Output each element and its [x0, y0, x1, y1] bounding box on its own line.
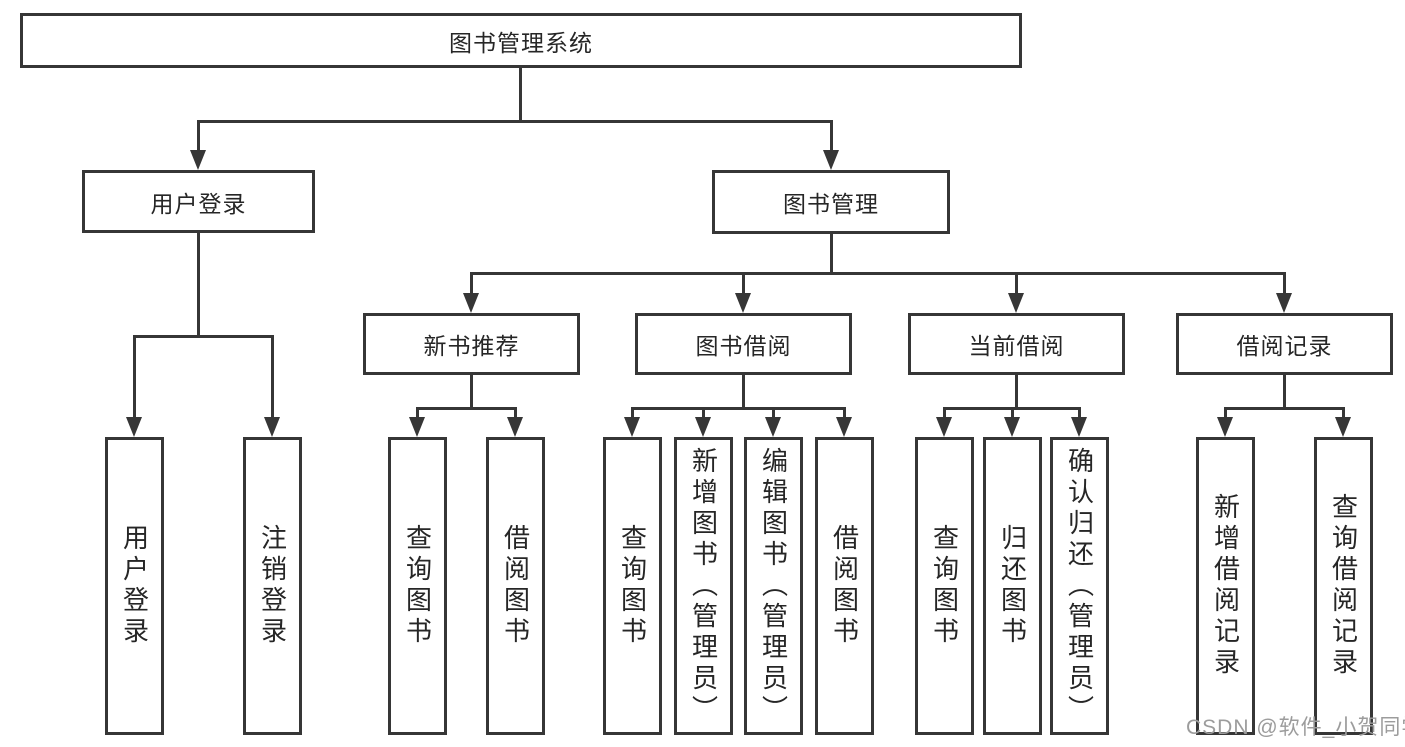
arrowhead-icon	[1335, 417, 1351, 437]
node-new-book-recommend: 新书推荐	[363, 313, 580, 375]
leaf-user-login: 用户登录	[105, 437, 164, 735]
connector-line	[1078, 407, 1081, 419]
leaf-label: 查询图书	[402, 524, 433, 648]
leaf-add-book-admin: 新增图书（管理员）	[674, 437, 733, 735]
csdn-watermark: CSDN @软件_小贺同学	[1186, 716, 1405, 739]
connector-line	[1224, 407, 1345, 410]
leaf-return-book: 归还图书	[983, 437, 1042, 735]
connector-line	[631, 407, 846, 410]
leaf-borrow-book: 借阅图书	[815, 437, 874, 735]
connector-line	[772, 407, 775, 419]
connector-line	[1015, 275, 1018, 297]
node-system-root: 图书管理系统	[20, 13, 1022, 68]
connector-line	[742, 275, 745, 297]
arrowhead-icon	[463, 293, 479, 313]
connector-line	[830, 120, 833, 152]
leaf-edit-book-admin: 编辑图书（管理员）	[744, 437, 803, 735]
connector-line	[1224, 407, 1227, 419]
leaf-query-book-current: 查询图书	[915, 437, 974, 735]
connector-line	[702, 407, 705, 419]
arrowhead-icon	[765, 417, 781, 437]
leaf-label: 归还图书	[997, 524, 1028, 648]
connector-line	[1283, 375, 1286, 407]
leaf-label: 查询图书	[617, 524, 648, 648]
arrowhead-icon	[936, 417, 952, 437]
arrowhead-icon	[1004, 417, 1020, 437]
arrowhead-icon	[264, 417, 280, 437]
connector-line	[742, 375, 745, 407]
arrowhead-icon	[190, 150, 206, 170]
node-current-borrow: 当前借阅	[908, 313, 1125, 375]
leaf-borrow-book-recommend: 借阅图书	[486, 437, 545, 735]
arrowhead-icon	[836, 417, 852, 437]
connector-line	[133, 335, 136, 417]
leaf-add-borrow-record: 新增借阅记录	[1196, 437, 1255, 735]
leaf-label: 确认归还（管理员）	[1064, 446, 1095, 726]
arrowhead-icon	[695, 417, 711, 437]
connector-line	[1283, 275, 1286, 297]
arrowhead-icon	[1071, 417, 1087, 437]
connector-line	[631, 407, 634, 419]
arrowhead-icon	[1217, 417, 1233, 437]
connector-line	[271, 335, 274, 417]
leaf-label: 查询图书	[929, 524, 960, 648]
node-borrow-records: 借阅记录	[1176, 313, 1393, 375]
leaf-logout: 注销登录	[243, 437, 302, 735]
arrowhead-icon	[1276, 293, 1292, 313]
arrowhead-icon	[823, 150, 839, 170]
connector-line	[416, 407, 419, 419]
arrowhead-icon	[735, 293, 751, 313]
arrowhead-icon	[1008, 293, 1024, 313]
connector-line	[133, 335, 274, 338]
connector-line	[519, 68, 522, 120]
connector-line	[470, 275, 473, 297]
leaf-label: 用户登录	[119, 524, 150, 648]
arrowhead-icon	[409, 417, 425, 437]
connector-line	[943, 407, 946, 419]
connector-line	[470, 272, 1286, 275]
leaf-label: 注销登录	[257, 524, 288, 648]
connector-line	[197, 120, 200, 152]
arrowhead-icon	[126, 417, 142, 437]
leaf-label: 借阅图书	[829, 524, 860, 648]
leaf-label: 编辑图书（管理员）	[758, 446, 789, 726]
arrowhead-icon	[507, 417, 523, 437]
connector-line	[514, 407, 517, 419]
connector-line	[197, 233, 200, 335]
leaf-label: 新增图书（管理员）	[688, 446, 719, 726]
leaf-label: 新增借阅记录	[1210, 493, 1241, 679]
connector-line	[830, 234, 833, 272]
connector-line	[416, 407, 517, 410]
leaf-label: 查询借阅记录	[1328, 493, 1359, 679]
connector-line	[1011, 407, 1014, 419]
connector-line	[1015, 375, 1018, 407]
leaf-label: 借阅图书	[500, 524, 531, 648]
connector-line	[1342, 407, 1345, 419]
node-book-borrow: 图书借阅	[635, 313, 852, 375]
leaf-query-book-recommend: 查询图书	[388, 437, 447, 735]
leaf-query-book-borrow: 查询图书	[603, 437, 662, 735]
leaf-confirm-return-admin: 确认归还（管理员）	[1050, 437, 1109, 735]
connector-line	[470, 375, 473, 407]
connector-line	[843, 407, 846, 419]
leaf-query-borrow-record: 查询借阅记录	[1314, 437, 1373, 735]
arrowhead-icon	[624, 417, 640, 437]
connector-line	[197, 120, 833, 123]
node-book-management: 图书管理	[712, 170, 950, 234]
node-user-login: 用户登录	[82, 170, 315, 233]
